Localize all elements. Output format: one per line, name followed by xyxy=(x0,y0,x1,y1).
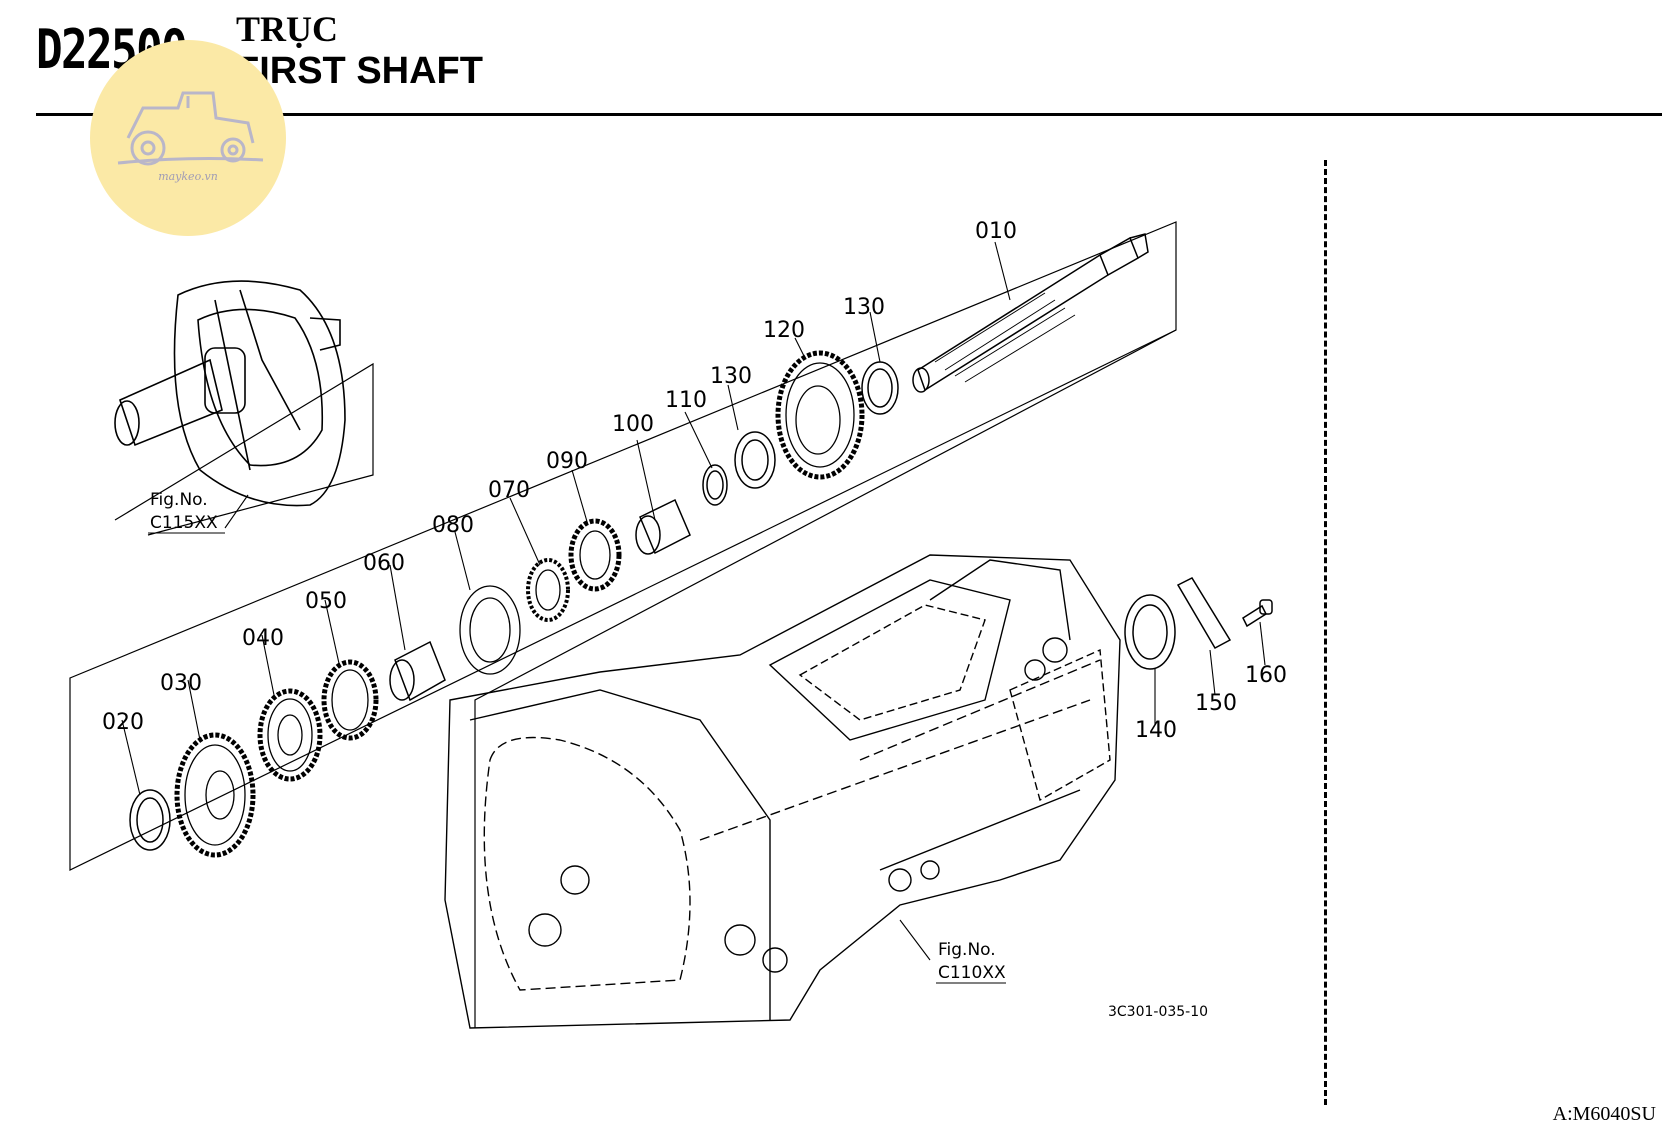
watermark-text: maykeo.vn xyxy=(158,170,218,183)
label-110: 110 xyxy=(665,388,707,413)
fig-ref-c115: C115XX xyxy=(150,513,218,533)
label-050: 050 xyxy=(305,589,347,614)
plate xyxy=(1176,577,1232,650)
label-160: 160 xyxy=(1245,663,1287,688)
watermark-logo: maykeo.vn xyxy=(90,40,286,236)
bearing-housing xyxy=(114,280,346,507)
label-130-lower: 130 xyxy=(710,364,752,389)
label-120: 120 xyxy=(763,318,805,343)
bolt xyxy=(1242,599,1273,628)
leader-lines xyxy=(121,241,1266,961)
label-090: 090 xyxy=(546,449,588,474)
header-rule xyxy=(36,113,1662,116)
fig-ref-label-upper: Fig.No. xyxy=(150,490,208,510)
drawing-number: 3C301-035-10 xyxy=(1108,1004,1208,1020)
label-010: 010 xyxy=(975,219,1017,244)
label-020: 020 xyxy=(102,710,144,735)
label-080: 080 xyxy=(432,513,474,538)
label-040: 040 xyxy=(242,626,284,651)
page-divider xyxy=(1324,160,1327,1105)
label-070: 070 xyxy=(488,478,530,503)
tractor-icon xyxy=(117,91,264,166)
label-030: 030 xyxy=(160,671,202,696)
label-060: 060 xyxy=(363,551,405,576)
fig-ref-c110: C110XX xyxy=(938,963,1006,983)
part-labels: 010 130 120 130 110 100 090 070 080 060 … xyxy=(102,219,1287,743)
fig-ref-label-lower: Fig.No. xyxy=(938,940,996,960)
label-130-upper: 130 xyxy=(843,295,885,320)
title-vietnamese: TRỤC xyxy=(236,9,339,49)
label-100: 100 xyxy=(612,412,654,437)
title-english: FIRST SHAFT xyxy=(236,50,483,92)
needle-bearings xyxy=(389,498,691,702)
label-140: 140 xyxy=(1135,718,1177,743)
bearings xyxy=(129,361,1176,851)
gears xyxy=(174,350,865,858)
transmission-case xyxy=(444,554,1121,1029)
figure-code: A:M6040SU xyxy=(1552,1103,1656,1125)
figure-references: Fig.No. C115XX Fig.No. C110XX xyxy=(148,490,1006,984)
label-150: 150 xyxy=(1195,691,1237,716)
first-shaft xyxy=(912,233,1149,393)
